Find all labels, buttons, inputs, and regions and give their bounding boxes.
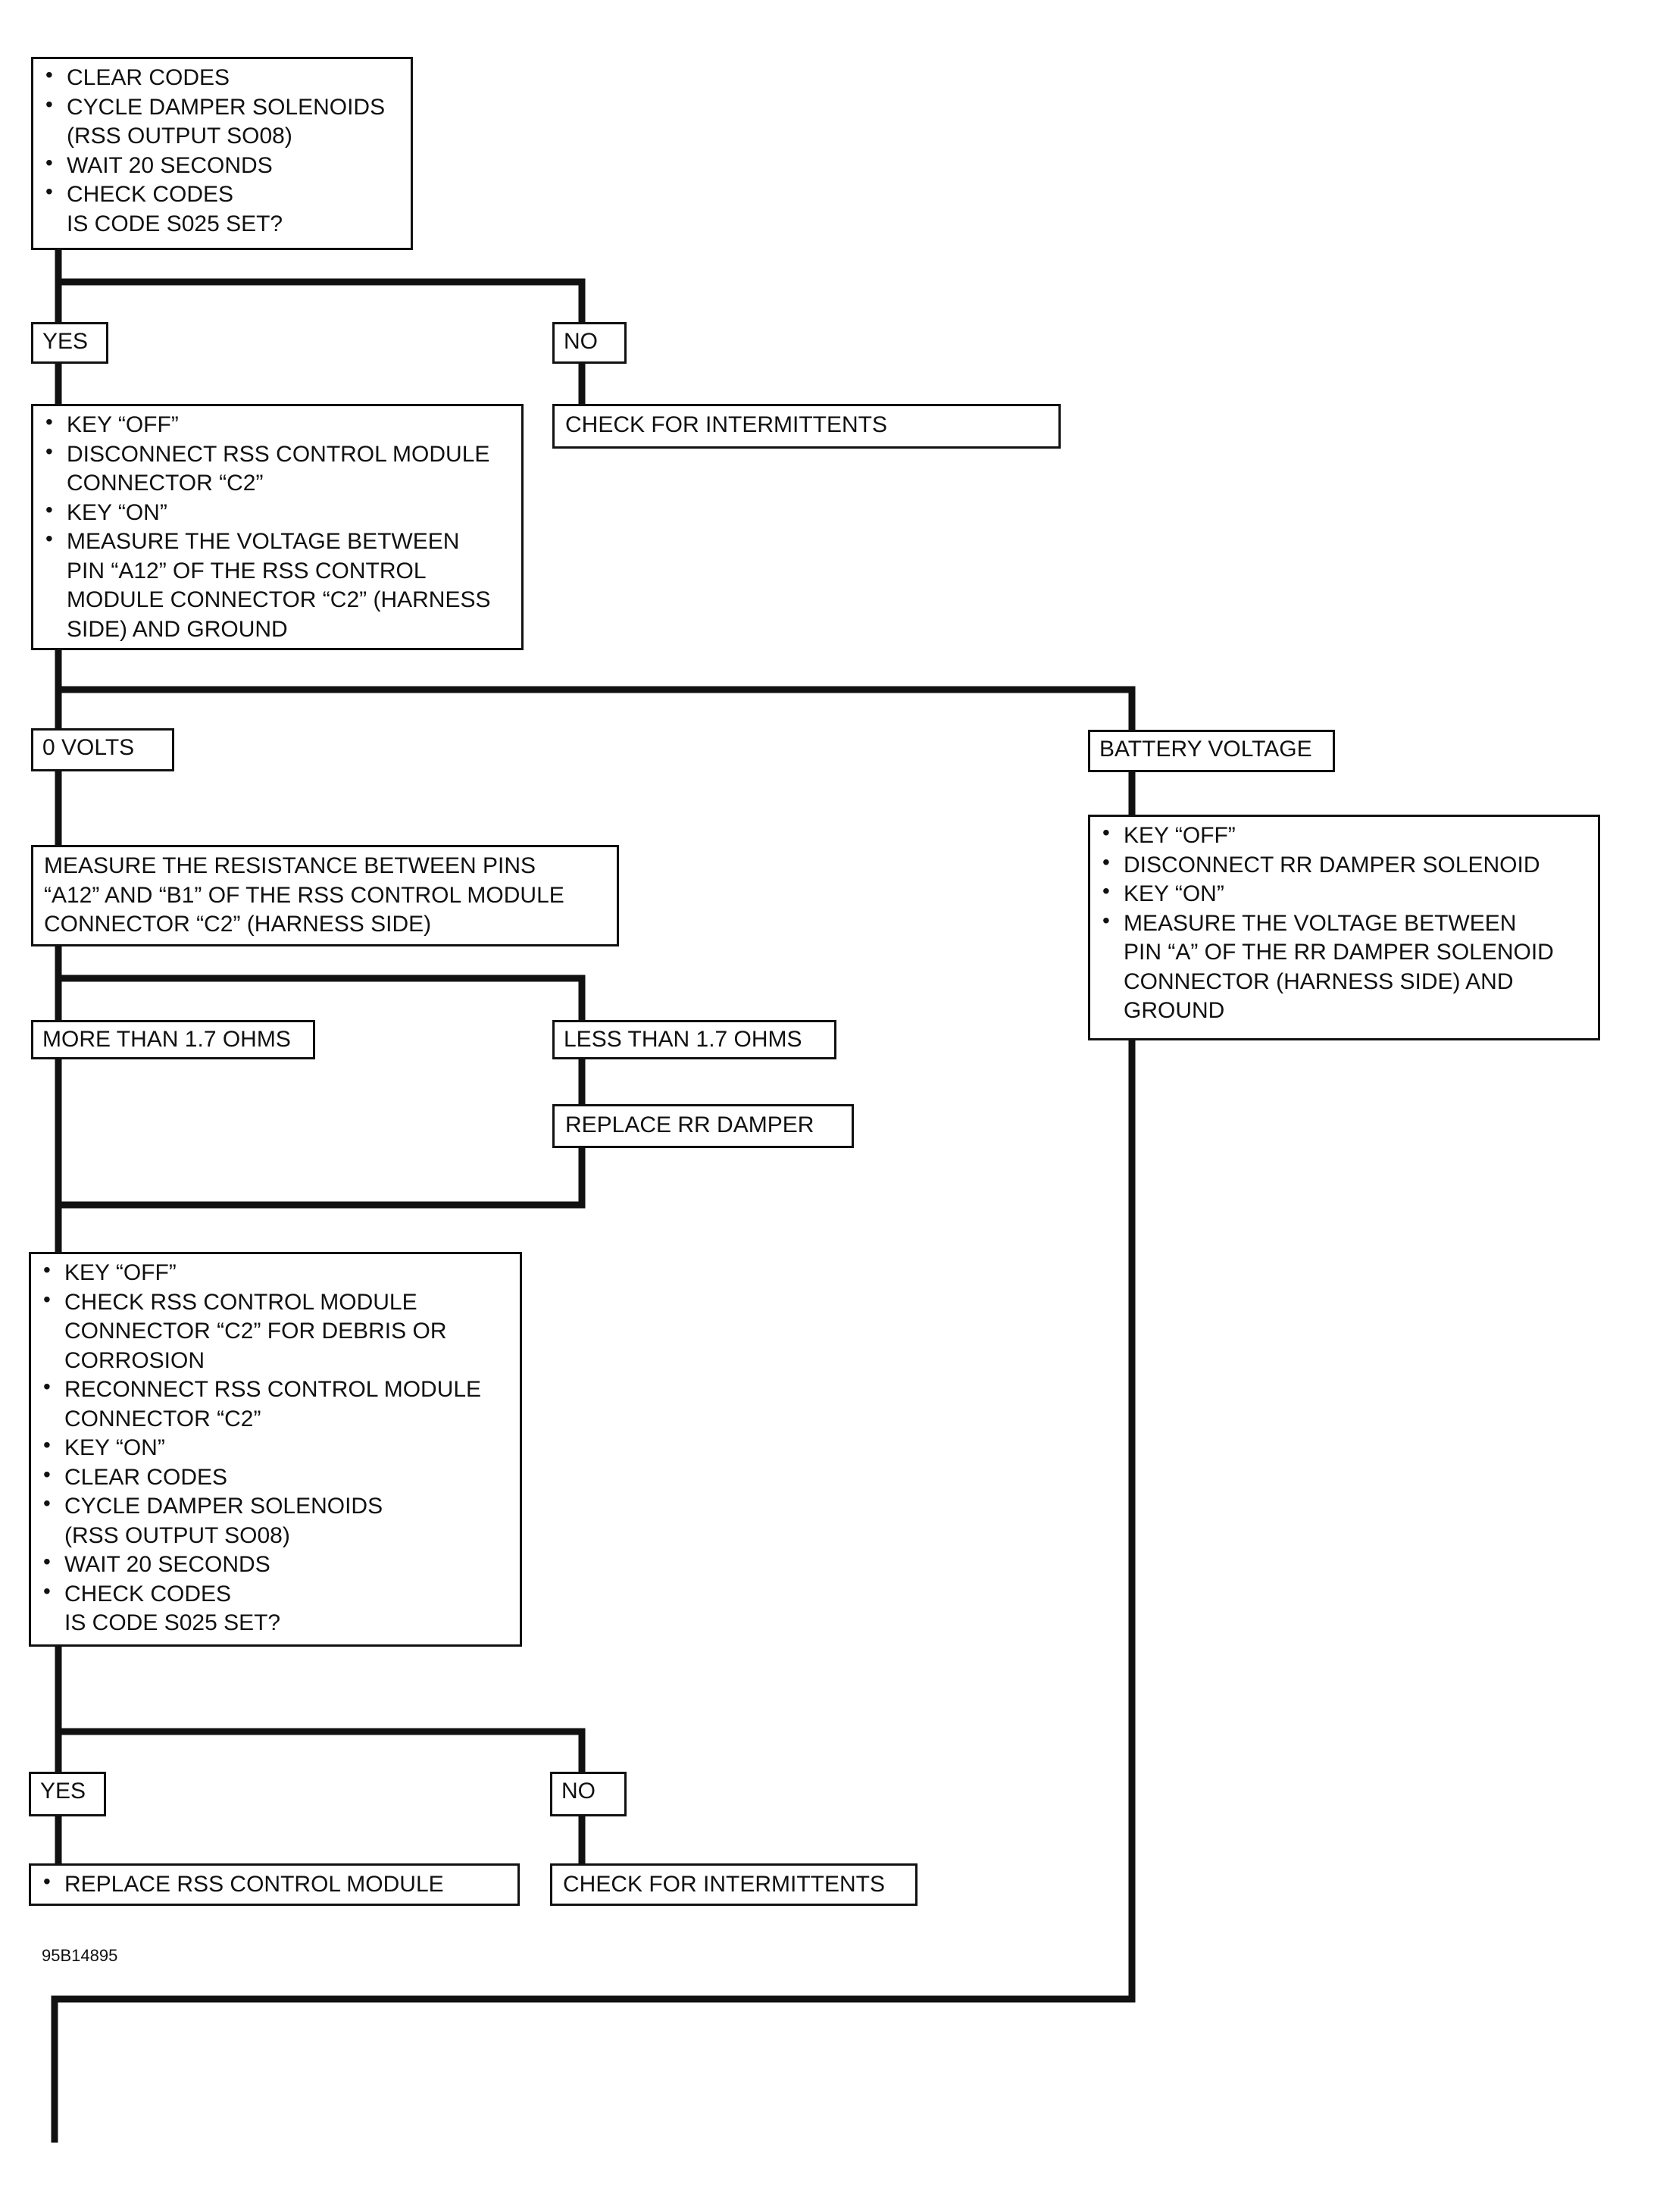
node-step2: KEY “OFF” DISCONNECT RSS CONTROL MODULE … bbox=[31, 404, 524, 650]
node-replace-module: REPLACE RSS CONTROL MODULE bbox=[29, 1863, 520, 1906]
step2-item: KEY “OFF” bbox=[44, 408, 512, 440]
label-no2: NO bbox=[550, 1772, 627, 1816]
label-less-than: LESS THAN 1.7 OHMS bbox=[552, 1020, 836, 1059]
node-step1: CLEAR CODES CYCLE DAMPER SOLENOIDS (RSS … bbox=[31, 57, 413, 250]
step3-item: KEY “OFF” bbox=[42, 1256, 511, 1288]
step1-item: CYCLE DAMPER SOLENOIDS (RSS OUTPUT SO08) bbox=[44, 90, 402, 152]
step3-item: CLEAR CODES bbox=[42, 1460, 511, 1493]
node-intermittents2: CHECK FOR INTERMITTENTS bbox=[550, 1863, 918, 1906]
step3-item: CHECK RSS CONTROL MODULE CONNECTOR “C2” … bbox=[42, 1285, 511, 1376]
connector-battery-continuation bbox=[51, 1034, 1136, 2143]
measure-resistance-text: MEASURE THE RESISTANCE BETWEEN PINS “A12… bbox=[44, 853, 564, 937]
figure-reference: 95B14895 bbox=[42, 1946, 118, 1965]
battery-step-item: MEASURE THE VOLTAGE BETWEEN PIN “A” OF T… bbox=[1101, 906, 1589, 1026]
node-battery-step: KEY “OFF” DISCONNECT RR DAMPER SOLENOID … bbox=[1088, 815, 1600, 1040]
label-no1: NO bbox=[552, 322, 627, 364]
connector-step3-branch bbox=[55, 1641, 586, 1781]
connector-measure-branch bbox=[55, 940, 586, 1031]
node-step3: KEY “OFF” CHECK RSS CONTROL MODULE CONNE… bbox=[29, 1252, 522, 1647]
step3-item: CHECK CODES IS CODE S025 SET? bbox=[42, 1577, 511, 1638]
step3-item: WAIT 20 SECONDS bbox=[42, 1547, 511, 1580]
replace-damper-text: REPLACE RR DAMPER bbox=[565, 1112, 814, 1137]
step2-item: MEASURE THE VOLTAGE BETWEEN PIN “A12” OF… bbox=[44, 524, 512, 644]
node-measure-resistance: MEASURE THE RESISTANCE BETWEEN PINS “A12… bbox=[31, 845, 619, 946]
label-yes2: YES bbox=[29, 1772, 106, 1816]
node-intermittents1: CHECK FOR INTERMITTENTS bbox=[552, 404, 1061, 449]
step3-item: CYCLE DAMPER SOLENOIDS (RSS OUTPUT SO08) bbox=[42, 1489, 511, 1550]
step2-item: KEY “ON” bbox=[44, 496, 512, 528]
step3-item: RECONNECT RSS CONTROL MODULE CONNECTOR “… bbox=[42, 1372, 511, 1434]
node-replace-damper: REPLACE RR DAMPER bbox=[552, 1104, 854, 1148]
step2-item: DISCONNECT RSS CONTROL MODULE CONNECTOR … bbox=[44, 437, 512, 499]
replace-module-item: REPLACE RSS CONTROL MODULE bbox=[42, 1867, 508, 1900]
connector-replace-merge bbox=[55, 1142, 586, 1209]
step1-item: CLEAR CODES bbox=[44, 61, 402, 93]
step1-item: WAIT 20 SECONDS bbox=[44, 149, 402, 181]
connector-step1-branch bbox=[55, 244, 586, 337]
battery-step-item: KEY “ON” bbox=[1101, 877, 1589, 909]
step1-item: CHECK CODES IS CODE S025 SET? bbox=[44, 177, 402, 239]
intermittents2-text: CHECK FOR INTERMITTENTS bbox=[563, 1872, 885, 1897]
battery-step-item: DISCONNECT RR DAMPER SOLENOID bbox=[1101, 848, 1589, 881]
label-battery-voltage: BATTERY VOLTAGE bbox=[1088, 730, 1335, 772]
label-yes1: YES bbox=[31, 322, 108, 364]
label-more-than: MORE THAN 1.7 OHMS bbox=[31, 1020, 315, 1059]
battery-step-item: KEY “OFF” bbox=[1101, 818, 1589, 851]
label-zero-volts: 0 VOLTS bbox=[31, 728, 174, 771]
intermittents1-text: CHECK FOR INTERMITTENTS bbox=[565, 412, 887, 437]
connector-step2-branch bbox=[55, 644, 1136, 734]
step3-item: KEY “ON” bbox=[42, 1431, 511, 1463]
